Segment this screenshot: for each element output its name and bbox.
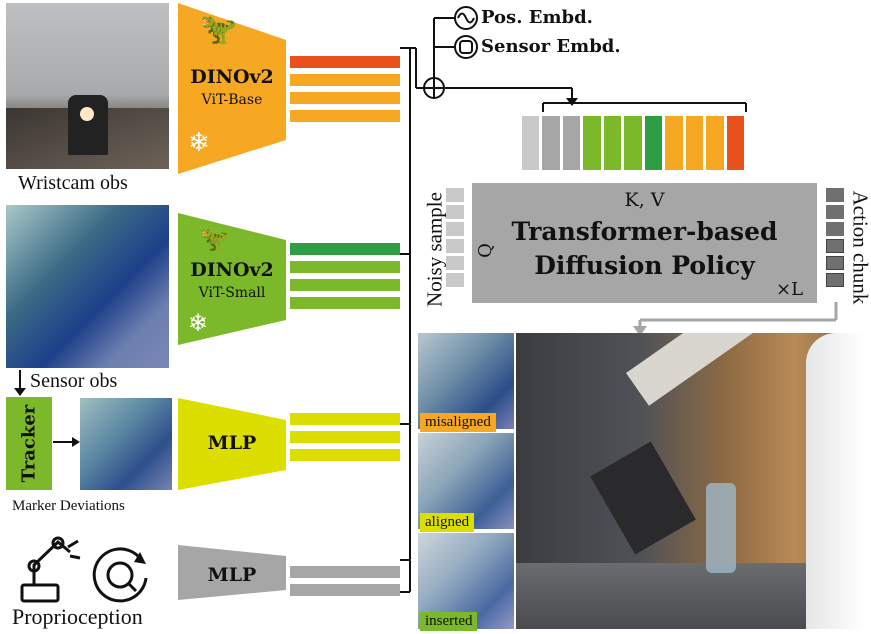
wristcam-feature-token xyxy=(290,56,400,68)
sensor-encoder-shape xyxy=(178,213,286,345)
tracker-mlp-shape xyxy=(178,398,286,490)
proprio-caption: Proprioception xyxy=(12,604,143,629)
wristcam-feature-token xyxy=(290,92,400,104)
q-label: Q xyxy=(474,243,496,258)
marker-deviations-caption: Marker Deviations xyxy=(12,498,125,514)
wristcam-image xyxy=(6,3,169,169)
token xyxy=(603,116,622,170)
dinosaur-icon: 🦖 xyxy=(200,225,230,253)
rotation-icon xyxy=(92,547,148,603)
inserted-tag: inserted xyxy=(420,612,478,631)
sensor-feature-token xyxy=(290,243,400,255)
layers-label: ×L xyxy=(776,279,804,300)
noise-token xyxy=(446,205,464,219)
noise-token xyxy=(446,239,464,253)
proprio-feature-token xyxy=(290,584,400,596)
dinosaur-icon: 🦖 xyxy=(200,12,238,47)
tracker-box: Tracker xyxy=(6,397,52,490)
robot-scene-image xyxy=(516,333,865,629)
frozen-snowflake-icon: ❄ xyxy=(188,128,210,158)
policy-title-line1: Transformer-based xyxy=(511,217,778,246)
proprio-mlp-shape xyxy=(178,545,286,600)
aligned-tag: aligned xyxy=(420,513,475,532)
transformer-block: K, V Transformer-based Diffusion Policy … xyxy=(472,183,817,303)
tracker-feature-token xyxy=(290,431,400,443)
action-token xyxy=(826,222,844,236)
wristcam-encoder-shape xyxy=(178,3,286,174)
noise-token xyxy=(446,222,464,236)
token xyxy=(685,116,704,170)
sensor-embd-label: Sensor Embd. xyxy=(481,36,621,57)
proprio-mlp-label: MLP xyxy=(207,564,257,586)
noisy-sample-column xyxy=(446,188,464,287)
token xyxy=(644,116,663,170)
sensor-encoder-variant: ViT-Small xyxy=(198,285,266,301)
token xyxy=(726,116,744,170)
wristcam-feature-token xyxy=(290,110,400,122)
misaligned-tag: misaligned xyxy=(420,413,496,432)
tracker-mlp-label: MLP xyxy=(207,432,257,454)
proprio-feature-token xyxy=(290,566,400,578)
wristcam-encoder: 🦖 DINOv2 ViT-Base ❄ xyxy=(178,0,286,174)
action-token xyxy=(826,188,844,202)
sensor-image xyxy=(6,205,169,368)
noise-token xyxy=(446,256,464,270)
sensor-encoder: 🦖 DINOv2 ViT-Small ❄ xyxy=(178,213,286,345)
sensor-embedding-icon xyxy=(454,35,478,59)
wristcam-caption: Wristcam obs xyxy=(18,172,128,194)
action-token xyxy=(826,256,844,270)
marker-deviation-image xyxy=(80,398,172,490)
noise-token xyxy=(446,188,464,202)
pos-embd-label: Pos. Embd. xyxy=(481,7,593,28)
tracker-label: Tracker xyxy=(18,404,40,483)
sensor-feature-token xyxy=(290,261,400,273)
sensor-caption: Sensor obs xyxy=(30,370,118,392)
token xyxy=(562,116,581,170)
token xyxy=(583,116,601,170)
token xyxy=(706,116,724,170)
token xyxy=(542,116,560,170)
action-chunk-label: Action chunk xyxy=(848,190,871,305)
sensor-feature-token xyxy=(290,297,400,309)
tracker-feature-token xyxy=(290,413,400,425)
tracker-feature-token xyxy=(290,449,400,461)
policy-title-line2: Diffusion Policy xyxy=(534,251,755,280)
token-sequence xyxy=(522,116,744,170)
action-chunk-column xyxy=(826,188,844,287)
sensor-encoder-name: DINOv2 xyxy=(190,259,274,281)
noise-token xyxy=(446,273,464,287)
frozen-snowflake-icon: ❄ xyxy=(188,309,209,337)
wristcam-encoder-name: DINOv2 xyxy=(190,66,274,88)
action-token xyxy=(826,239,844,253)
sensor-feature-token xyxy=(290,279,400,291)
action-token xyxy=(826,273,844,287)
noisy-sample-label: Noisy sample xyxy=(422,192,447,307)
wristcam-encoder-variant: ViT-Base xyxy=(201,92,263,108)
token xyxy=(665,116,683,170)
kv-label: K, V xyxy=(624,189,665,211)
robot-arm-icon xyxy=(20,536,81,603)
token xyxy=(624,116,642,170)
token xyxy=(522,116,540,170)
action-token xyxy=(826,205,844,219)
wristcam-feature-token xyxy=(290,74,400,86)
